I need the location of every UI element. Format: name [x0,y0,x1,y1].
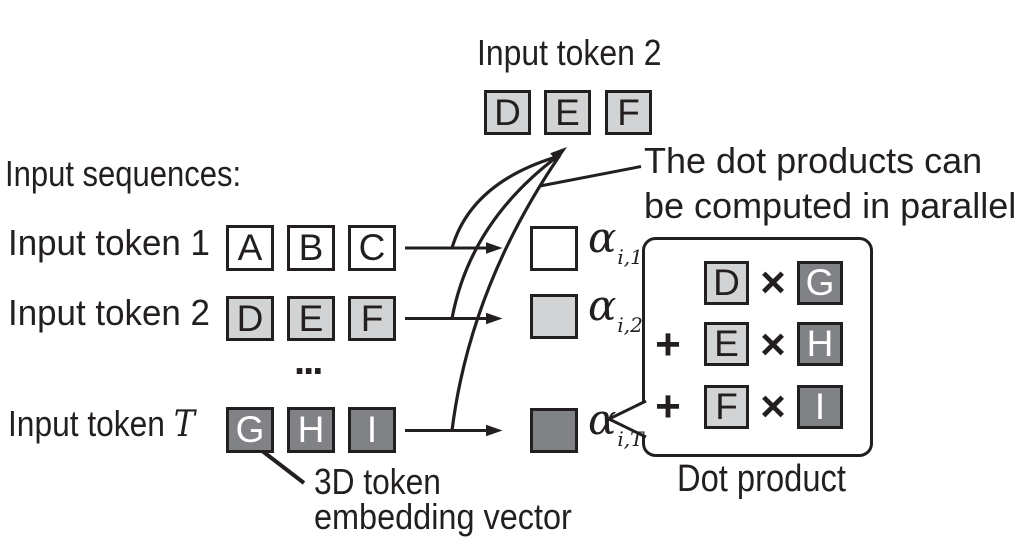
top-token-box-d: D [484,90,531,135]
dp-box-g: G [797,261,843,305]
alpha2-square [530,294,578,339]
alpha1-square [530,226,578,271]
dp-box-e: E [704,322,749,366]
alpha2-label: αi,2 [588,285,643,336]
token-letter-g: G [235,409,265,450]
dp-times-2: × [760,319,786,369]
dot-product-box-tail [607,399,647,439]
token-box-i: I [348,407,396,453]
dp-letter-f: F [715,386,738,427]
dp-letter-i: I [814,386,826,427]
token-box-a: A [226,225,274,271]
row3-label-index: T [173,404,195,445]
token-box-f: F [348,296,396,341]
dp-times-1: × [760,258,786,307]
rows-ellipsis: ... [294,339,323,383]
dp-plus-2: + [655,319,681,369]
token-letter-h: H [297,409,325,450]
token-letter-a: A [237,227,263,268]
row1-label-prefix: Input token [8,222,181,263]
top-token-box-e: E [544,90,591,135]
token-box-d: D [226,296,274,341]
alpha1-symbol: α [588,213,617,262]
token-box-b: B [287,225,335,271]
top-token-letter: D [494,91,521,133]
curves-arrowhead [550,147,567,162]
alpha2-symbol: α [588,281,617,330]
dp-letter-d: D [713,262,740,303]
parallel-curve-3 [450,154,562,431]
embedding-note-line1: 3D token [314,461,441,502]
token-letter-b: B [298,227,324,268]
token-box-h: H [287,407,335,453]
dp-letter-h: H [806,323,834,364]
top-token-letter: E [555,91,580,133]
alpha2-subscript: i,2 [617,313,643,337]
dp-plus-3: + [655,382,681,431]
parallel-curves [450,154,562,431]
row2-arrowhead [486,312,503,325]
alpha3-label: αi,T [588,399,643,450]
token-letter-d: D [236,297,264,339]
row1-arrowhead [486,242,503,254]
embedding-note-pointer [259,448,306,485]
dp-box-i: I [797,385,843,429]
dp-letter-e: E [714,323,739,364]
alpha3-subscript: i,T [617,427,644,451]
parallel-note-line2: be computed in parallel [644,185,1017,226]
token-box-e: E [287,296,335,341]
row3-arrowhead [486,424,503,437]
token-letter-i: I [366,409,378,450]
dp-box-h: H [797,322,843,366]
parallel-note-pointer [539,165,642,188]
row-arrow-lines [405,246,488,432]
row2-label-prefix: Input token [8,292,181,333]
row2-label: Input token 2 [8,295,210,331]
row3-label: Input token T [8,406,195,443]
dp-box-d: D [704,261,749,305]
parallel-curve-1 [450,155,557,249]
dp-times-3: × [760,382,786,431]
token-box-g: G [226,407,274,453]
token-letter-e: E [298,297,324,339]
top-token-letter: F [617,91,640,133]
input-sequences-heading: Input sequences: [5,153,242,194]
row3-label-prefix: Input token [8,403,165,444]
dp-letter-g: G [805,262,835,303]
parallel-note-line1: The dot products can [644,140,983,181]
token-box-c: C [348,225,396,271]
dp-box-f: F [704,385,749,429]
row1-label-index: 1 [190,222,210,263]
alpha1-subscript: i,1 [617,245,643,269]
row-arrowheads [486,242,503,437]
embedding-note-line2: embedding vector [314,496,572,537]
alpha3-square [530,408,578,453]
top-token-box-f: F [605,90,652,135]
row1-label: Input token 1 [8,225,210,261]
token-letter-f: F [360,297,384,339]
token-letter-c: C [358,227,386,268]
top-token-label: Input token 2 [477,32,662,73]
parallel-curve-2 [450,154,559,319]
alpha1-label: αi,1 [588,217,643,268]
dot-product-caption: Dot product [677,458,846,500]
row2-label-index: 2 [190,292,210,333]
alpha3-symbol: α [588,395,617,444]
